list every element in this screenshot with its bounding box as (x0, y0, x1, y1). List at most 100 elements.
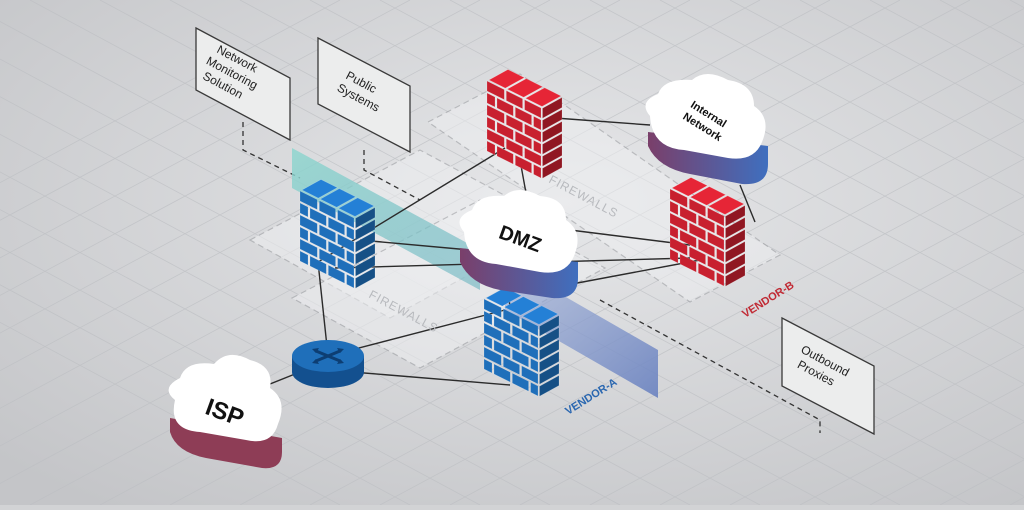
brick (697, 214, 715, 234)
brick (669, 248, 679, 264)
teal-monitoring-band (292, 148, 480, 290)
brick (533, 115, 542, 131)
brick (486, 104, 505, 125)
brick (524, 99, 542, 119)
brick-wall-icon (483, 287, 560, 397)
grid-line (379, 158, 1024, 506)
brick (493, 363, 511, 383)
cloud-icon (459, 190, 578, 299)
brick (485, 287, 522, 307)
grid-line (519, 233, 1024, 506)
brick (503, 296, 541, 316)
brick (355, 254, 376, 277)
brick (486, 140, 496, 156)
cloud-icon (168, 354, 282, 469)
link-fwa1-dmz (359, 239, 471, 251)
cloud-icon (645, 74, 768, 185)
brick (514, 154, 532, 174)
brick (511, 372, 529, 392)
brick (327, 216, 345, 236)
firewall-vendor-a-2[interactable] (483, 287, 560, 397)
brick (725, 204, 746, 227)
brick (301, 179, 338, 199)
brick (539, 374, 560, 397)
grid-line (449, 196, 1024, 506)
brick (299, 190, 318, 211)
brick (671, 177, 708, 197)
brick (502, 332, 520, 352)
brick (483, 298, 502, 319)
brick (299, 214, 318, 235)
brick (524, 87, 562, 107)
firewall-vendor-b-2[interactable] (669, 177, 746, 287)
brick (299, 250, 309, 266)
brick (542, 108, 563, 131)
brick (697, 262, 715, 282)
brick (299, 238, 318, 259)
grid-line (589, 0, 1024, 234)
brick (327, 240, 345, 260)
brick (502, 308, 520, 328)
router-icon (292, 340, 364, 388)
brick (506, 78, 544, 98)
brick (346, 225, 355, 241)
brick (514, 130, 532, 150)
brick (355, 266, 376, 289)
brick (337, 209, 355, 229)
brick (496, 121, 514, 141)
brick (346, 249, 355, 265)
firewall-vendor-b-1[interactable] (486, 69, 563, 179)
brick (309, 255, 327, 275)
brick (483, 322, 502, 343)
grid-line (309, 120, 1024, 506)
public-systems-card: Public Systems (317, 36, 411, 154)
brick (337, 257, 355, 277)
brick (299, 202, 309, 218)
link-internal-fwb2 (739, 184, 756, 223)
brick (707, 195, 745, 215)
brick (514, 106, 532, 126)
brick (486, 80, 505, 101)
brick (725, 252, 746, 275)
brick (355, 242, 376, 265)
brick (530, 333, 539, 349)
brick (542, 96, 563, 119)
brick (486, 116, 496, 132)
grid-line (729, 0, 1024, 159)
brick (542, 132, 563, 155)
brick (521, 365, 539, 385)
brick (505, 138, 523, 158)
public-systems-connector (363, 150, 421, 201)
isp-cloud[interactable]: ISP (168, 354, 282, 469)
internal-network-cloud[interactable]: Internal Network (645, 74, 769, 185)
brick (493, 315, 511, 335)
brick (483, 310, 493, 326)
brick (697, 238, 715, 258)
brick (669, 224, 679, 240)
brick (688, 198, 706, 218)
brick (539, 314, 560, 337)
brick (707, 255, 725, 275)
brick (299, 226, 309, 242)
grid-line (729, 346, 1024, 506)
outbound-proxies-connector (599, 299, 821, 433)
brick (539, 338, 560, 361)
brick (521, 305, 559, 325)
firewall-vendor-a-1[interactable] (299, 179, 376, 289)
brick-wall-icon (669, 177, 746, 287)
brick-wall-icon (486, 69, 563, 179)
brick (355, 230, 376, 253)
brick (524, 123, 542, 143)
brick (669, 188, 688, 209)
dmz-cloud[interactable]: DMZ (459, 190, 579, 299)
brick (679, 229, 697, 249)
brick (533, 139, 542, 155)
brick (318, 224, 336, 244)
brick (511, 324, 529, 344)
brick (539, 362, 560, 385)
grid-line (0, 0, 621, 334)
router[interactable] (292, 340, 364, 388)
brick (539, 350, 560, 373)
grid-line (0, 0, 341, 184)
